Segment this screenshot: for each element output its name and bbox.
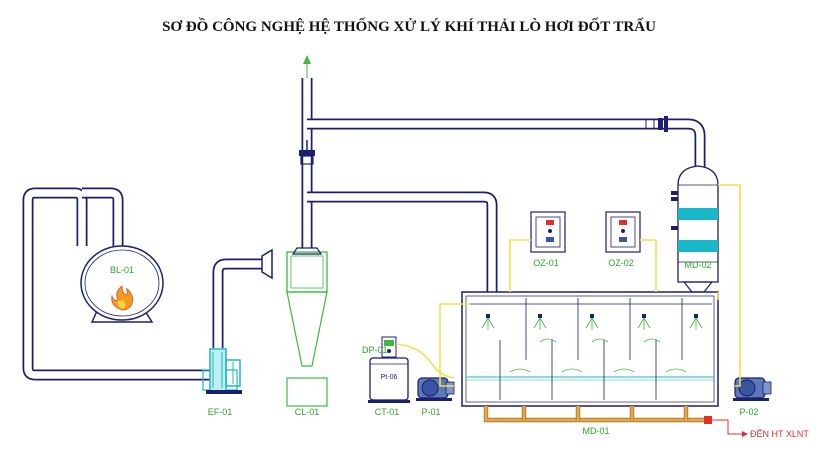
boiler-label: BL-01 bbox=[110, 265, 134, 275]
ozone2-label: OZ-02 bbox=[608, 258, 634, 268]
water-lines bbox=[395, 184, 741, 387]
boiler-bl-01[interactable]: BL-01 bbox=[80, 245, 164, 323]
top-pipe-damper-valve[interactable] bbox=[645, 116, 668, 132]
fire-icon bbox=[111, 285, 134, 311]
ozone1-label: OZ-01 bbox=[533, 258, 559, 268]
tank-text: Pt-06 bbox=[381, 374, 398, 381]
pump-p-01[interactable]: P-01 bbox=[416, 377, 455, 417]
dosing-pump-label: DP-01 bbox=[362, 345, 388, 355]
basin-label: MD-01 bbox=[582, 426, 609, 436]
exhaust-fan-ef-01[interactable]: EF-01 bbox=[202, 348, 242, 417]
diagram-title: SƠ ĐỒ CÔNG NGHỆ HỆ THỐNG XỬ LÝ KHÍ THẢI … bbox=[162, 17, 656, 35]
pump2-label: P-02 bbox=[739, 407, 758, 417]
ozone-generator-oz-01[interactable]: OZ-01 bbox=[530, 211, 566, 268]
fan-label: EF-01 bbox=[208, 407, 233, 417]
cyclone-label: CL-01 bbox=[295, 407, 320, 417]
cyclone-cl-01[interactable]: CL-01 bbox=[261, 247, 328, 417]
outlet-label: ĐẾN HT XLNT bbox=[750, 429, 809, 439]
pump-p-02[interactable]: P-02 bbox=[733, 377, 772, 417]
spray-nozzles bbox=[481, 317, 703, 330]
dosing-pump-dp-01[interactable]: DP-01 bbox=[362, 336, 397, 358]
scrubber-tower-md-02[interactable]: MD-02 bbox=[671, 165, 719, 293]
stack-outlet-arrow bbox=[303, 55, 311, 78]
tank-label: CT-01 bbox=[375, 407, 400, 417]
drain-pipe bbox=[483, 406, 748, 437]
pump1-label: P-01 bbox=[421, 407, 440, 417]
chemical-tank-ct-01[interactable]: Pt-06 CT-01 bbox=[368, 357, 410, 417]
stack-damper-valve[interactable] bbox=[299, 140, 315, 165]
scrubber-label: MD-02 bbox=[684, 260, 711, 270]
treatment-basin-md-01[interactable] bbox=[461, 291, 719, 407]
ozone-generator-oz-02[interactable]: OZ-02 bbox=[605, 211, 641, 268]
gas-pipes bbox=[22, 78, 706, 381]
